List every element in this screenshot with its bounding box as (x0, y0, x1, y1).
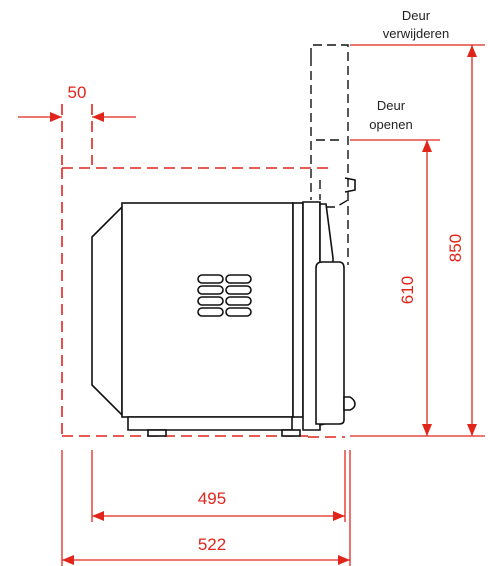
dimension-610-label: 610 (398, 276, 417, 304)
dimension-610: 610 (350, 139, 485, 437)
dimension-850-label: 850 (446, 234, 465, 262)
dimension-522-label: 522 (198, 535, 226, 554)
dimension-495-label: 495 (198, 489, 226, 508)
door-open-label: Deur openen (369, 98, 412, 132)
door-open-label-line2: openen (369, 117, 412, 132)
door-remove-label-line1: Deur (402, 8, 431, 23)
dimension-495: 495 (91, 450, 346, 522)
dimension-850: 850 (350, 44, 485, 436)
clearance-outline (61, 104, 345, 438)
dimension-50: 50 (18, 83, 136, 122)
dimension-50-label: 50 (68, 83, 87, 102)
door-remove-label: Deur verwijderen (383, 8, 449, 41)
vent-slots (197, 274, 252, 317)
door-open-label-line1: Deur (377, 98, 406, 113)
door-remove-label-line2: verwijderen (383, 26, 449, 41)
door-opened-outline (316, 139, 356, 208)
dimension-522: 522 (61, 450, 351, 566)
door-removed-outline (310, 44, 349, 265)
appliance-body (91, 201, 356, 437)
